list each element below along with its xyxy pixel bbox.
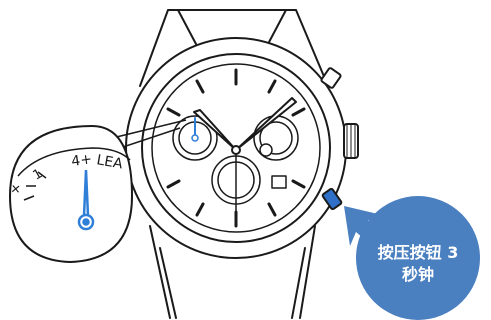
arrow-icon	[344, 206, 394, 256]
instruction-line-2: 秒钟	[402, 265, 434, 284]
instruction-line-1: 按压按钮 3	[378, 243, 459, 262]
zoom-lens	[8, 124, 134, 264]
subdial-right	[253, 115, 299, 161]
zoom-dial-arc	[17, 147, 131, 177]
zoom-callout	[8, 119, 187, 264]
watch-lug-bottom	[149, 225, 316, 319]
zoom-ticks	[23, 171, 47, 201]
bottom-pusher-button[interactable]	[321, 187, 343, 211]
hour-markers	[166, 68, 306, 228]
zoom-hand	[77, 169, 95, 231]
zoom-label-lea: LEA	[95, 152, 124, 172]
watch-crown	[343, 123, 359, 159]
watch	[125, 9, 359, 319]
main-hands	[193, 97, 297, 213]
watch-lug-top	[139, 9, 329, 87]
instruction-bubble	[344, 196, 480, 320]
subdial-left	[172, 115, 218, 161]
date-window	[271, 175, 287, 189]
top-pusher	[320, 67, 342, 89]
bubble-circle	[356, 196, 480, 320]
zoom-label-4plus: 4+	[70, 151, 93, 170]
